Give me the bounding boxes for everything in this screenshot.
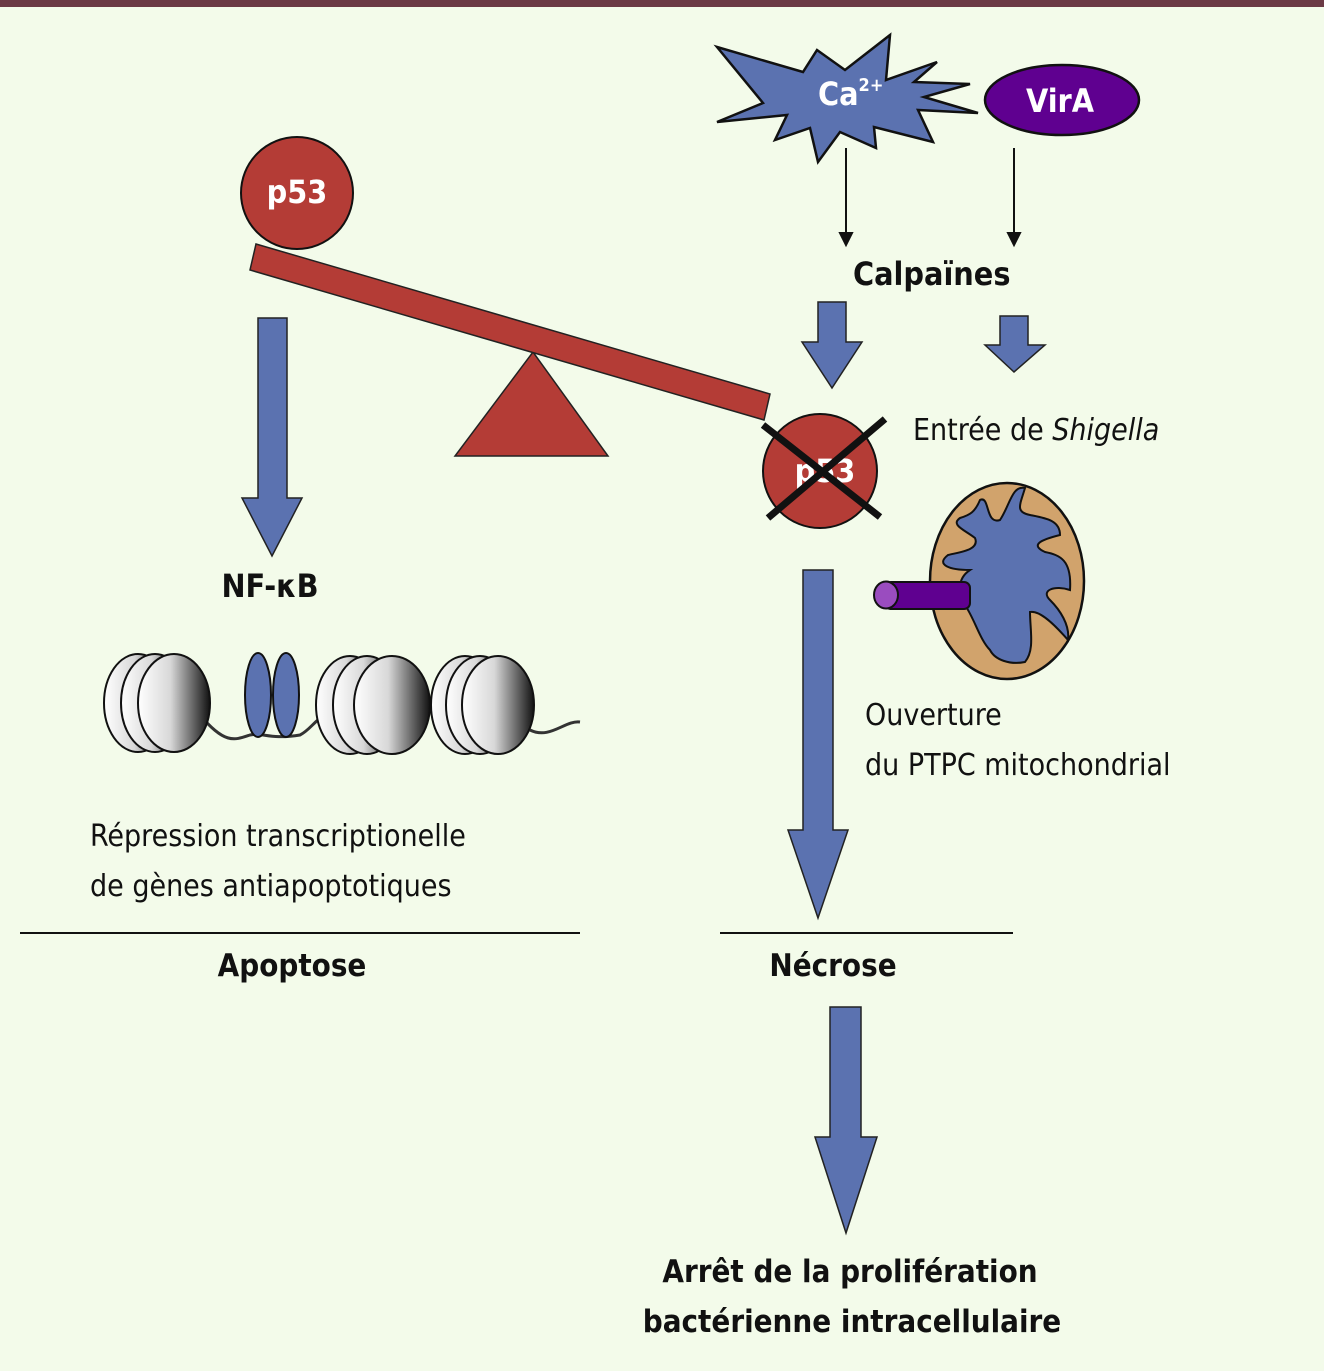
thin-arrows (838, 148, 1022, 248)
nfkb-dimer-icon (244, 652, 272, 738)
outcome-label-2: bactérienne intracellulaire (643, 1304, 1061, 1340)
nfkb-label: NF-κB (221, 567, 318, 605)
ptpc-channel-icon (873, 580, 971, 610)
arrow-p53-nfkb (240, 317, 304, 558)
arrow-calpaines-p53 (800, 301, 864, 390)
outcome-label-1: Arrêt de la prolifération (662, 1254, 1037, 1290)
calpaines-label: Calpaïnes (853, 255, 1010, 293)
calcium-label: Ca2+ (818, 75, 883, 113)
arrow-necrose (786, 569, 850, 921)
ptpc-label-1: Ouverture (865, 698, 1002, 733)
arrow-calpaines-shigella (983, 315, 1048, 374)
mitochondrion-icon (928, 481, 1086, 681)
repression-label-2: de gènes antiapoptotiques (90, 869, 452, 904)
top-border (0, 0, 1324, 7)
block-arrows (240, 301, 1048, 1236)
vira-node: VirA (983, 63, 1141, 137)
necrose-label: Nécrose (769, 948, 896, 984)
ptpc-label-2: du PTPC mitochondrial (865, 748, 1170, 783)
calcium-star: Ca2+ (713, 32, 979, 165)
p53-top: p53 (240, 136, 354, 250)
p53-top-label: p53 (267, 173, 328, 211)
vira-label: VirA (1026, 82, 1095, 120)
apoptose-label: Apoptose (218, 948, 367, 984)
shigella-entry-label: Entrée de Shigella (913, 413, 1159, 448)
p53-crossed: p53 (760, 413, 888, 529)
arrow-outcome (813, 1006, 879, 1236)
chromatin-icon (103, 652, 581, 755)
seesaw (249, 243, 771, 457)
repression-label-1: Répression transcriptionelle (90, 819, 466, 854)
